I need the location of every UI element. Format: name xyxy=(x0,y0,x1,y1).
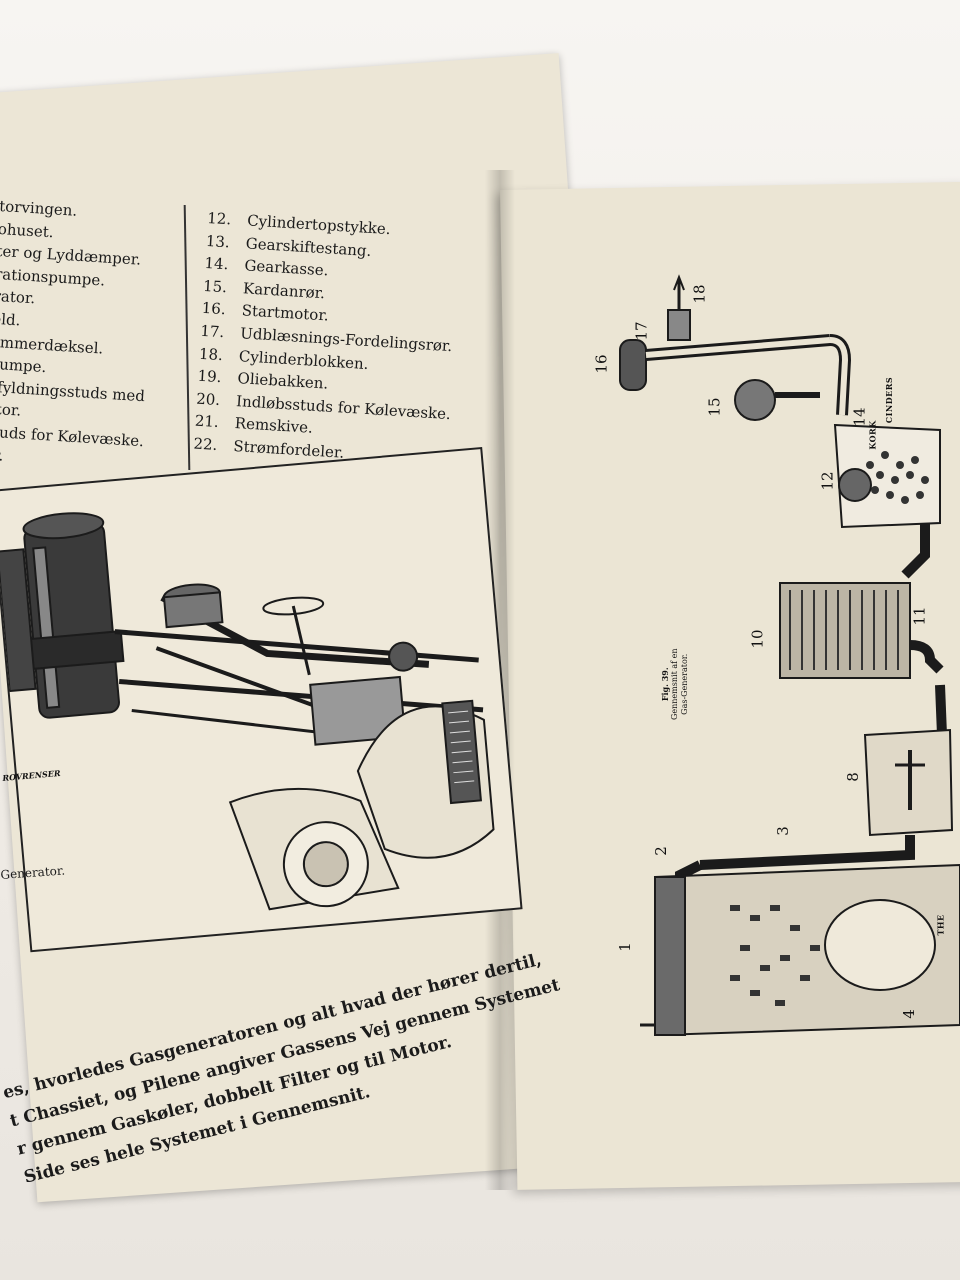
label-11: 11 xyxy=(910,606,929,626)
figure-39-line1: Gennemsnit af en xyxy=(670,648,679,720)
label-14: 14 xyxy=(850,407,869,427)
kork-label: KORK xyxy=(867,420,878,450)
label-8: 8 xyxy=(843,772,862,782)
label-1: 1 xyxy=(615,942,634,952)
label-4: 4 xyxy=(899,1009,918,1019)
label-16: 16 xyxy=(592,354,611,374)
label-2: 2 xyxy=(651,846,670,856)
parts-list-right: 12.Cylindertopstykke. 13.Gearskiftestang… xyxy=(193,207,463,471)
figure-39-caption: Fig. 39. Gennemsnit af en Gas-Generator. xyxy=(660,649,690,720)
gas-generator-diagram xyxy=(619,274,960,1037)
vehicle-figure xyxy=(0,446,523,953)
label-15: 15 xyxy=(705,397,724,417)
label-10: 10 xyxy=(748,629,767,649)
tube-label: THE xyxy=(935,914,946,936)
figure-39-title: Fig. 39. xyxy=(660,667,670,702)
label-18: 18 xyxy=(690,284,709,304)
label-3: 3 xyxy=(773,826,792,836)
label-17: 17 xyxy=(632,321,651,341)
vehicle-illustration xyxy=(0,512,495,911)
parts-list-left: torvingen. ohuset. ter og Lyddæmper. rat… xyxy=(0,195,158,475)
figure-39-line2: Gas-Generator. xyxy=(680,653,689,715)
cinders-label: CINDERS xyxy=(884,376,895,424)
label-12: 12 xyxy=(818,471,837,491)
